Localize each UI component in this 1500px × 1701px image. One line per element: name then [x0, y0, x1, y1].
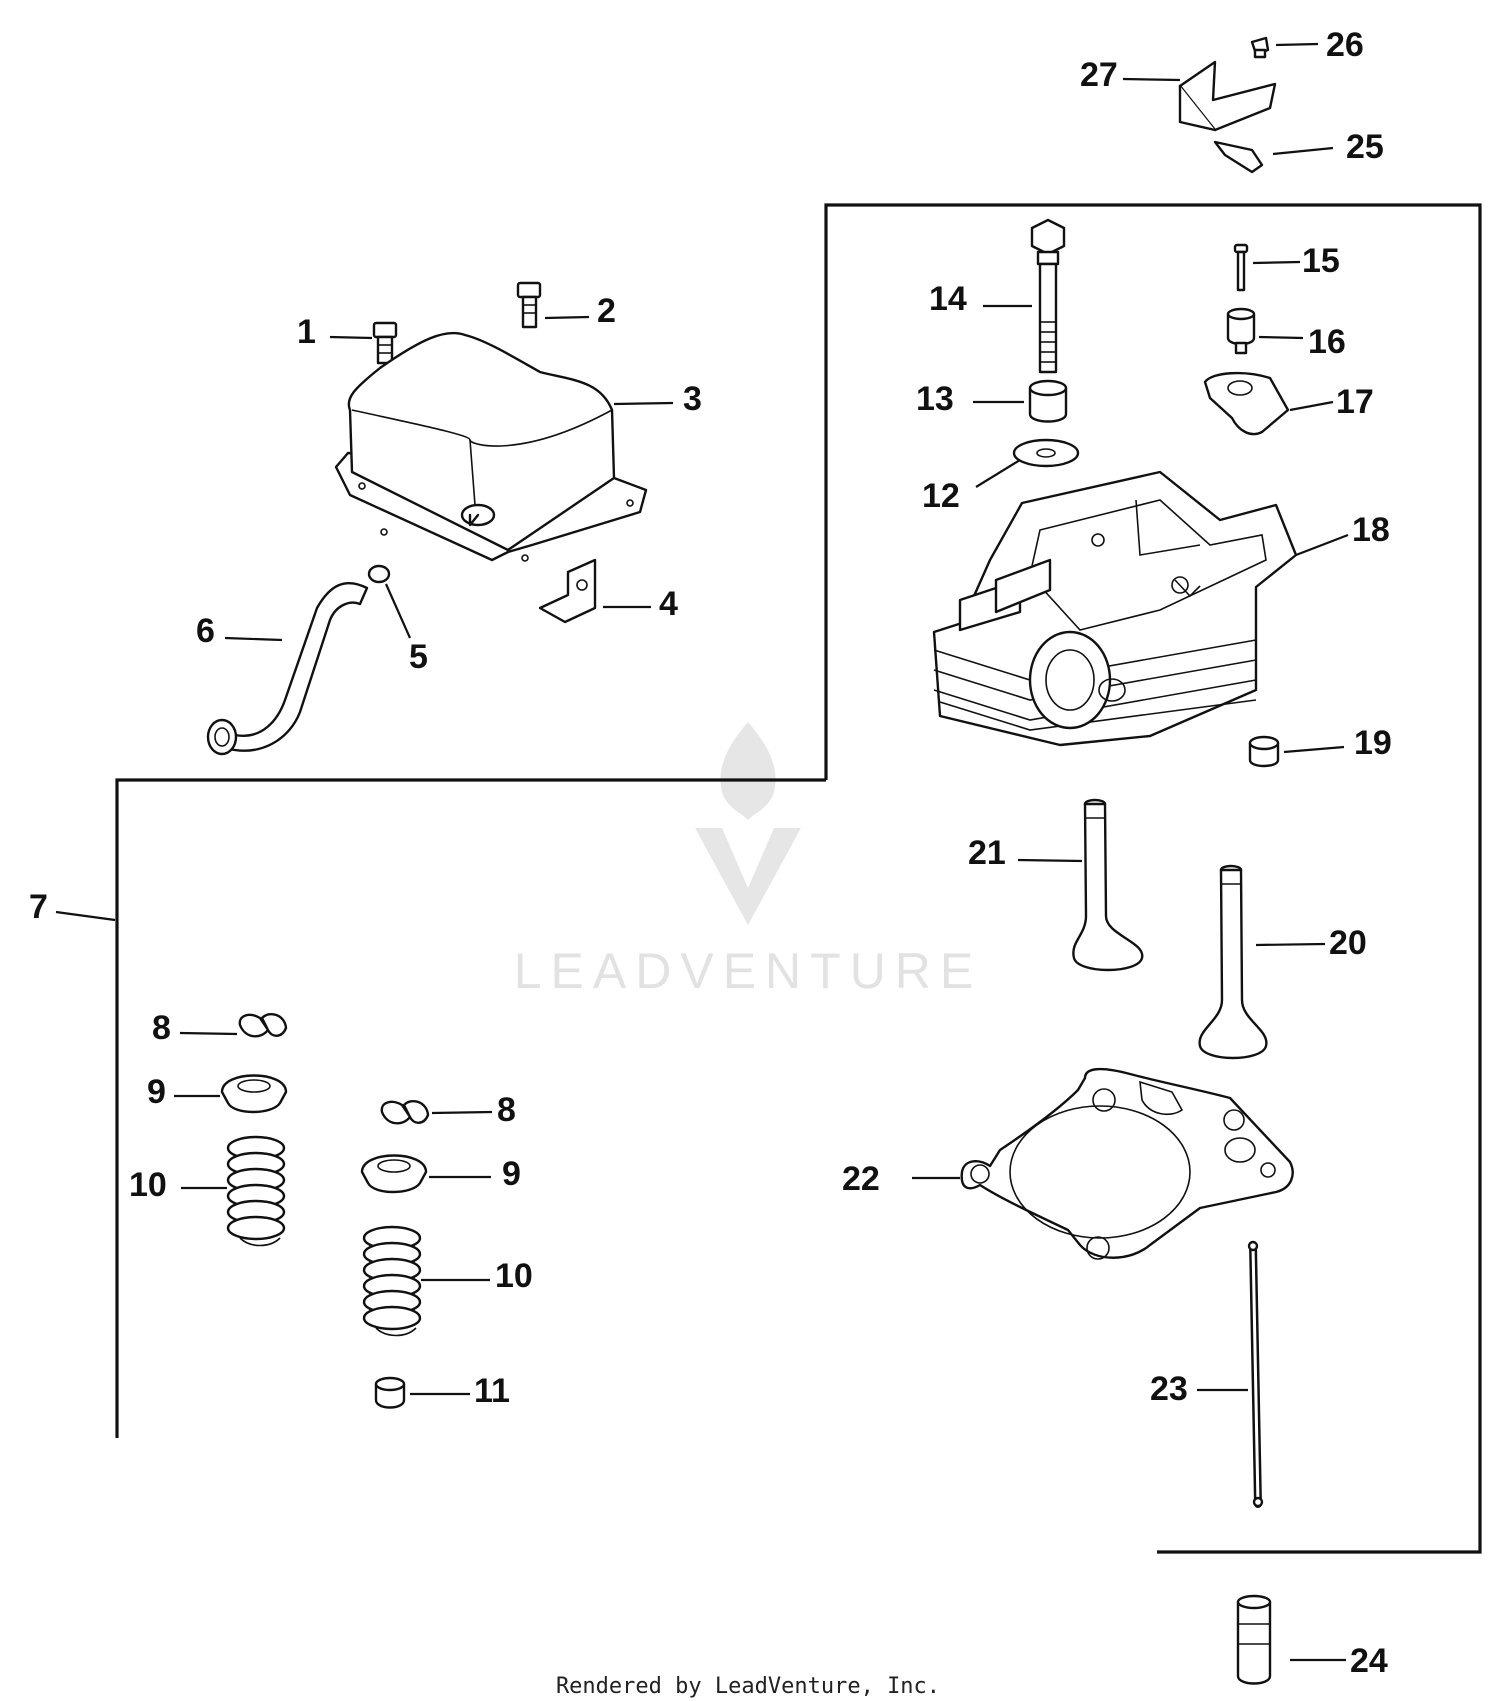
bracket-4-drawing: [538, 558, 597, 624]
nut-16-drawing: [1226, 307, 1256, 355]
part-label-14: 14: [929, 280, 967, 318]
screw-2-drawing: [516, 281, 542, 329]
part-label-16: 16: [1308, 323, 1346, 361]
spring-10-drawing: [226, 1135, 286, 1247]
keeper-8b-drawing: [380, 1100, 430, 1125]
part-label-23: 23: [1150, 1370, 1188, 1408]
part-label-3: 3: [683, 380, 702, 418]
seal-19-drawing: [1248, 735, 1280, 768]
part-label-2: 2: [597, 292, 616, 330]
push-rod-23-drawing: [1247, 1240, 1264, 1508]
screw-26-drawing: [1250, 36, 1270, 59]
valve-kit-group-frame: [115, 778, 826, 1438]
part-labels: 27 26 25 1 2 3 4 5 6 7 8 8 9 9 10 10 11 …: [29, 26, 1392, 1680]
cylinder-head-group-frame: [824, 203, 1482, 1554]
watermark-logo-icon: [695, 722, 801, 925]
retainer-9b-drawing: [360, 1154, 428, 1194]
part-label-10: 10: [129, 1166, 167, 1204]
head-bolt-14-drawing: [1030, 218, 1066, 374]
part-label-26: 26: [1326, 26, 1364, 64]
part-label-9b: 9: [502, 1155, 521, 1193]
screw-1-drawing: [372, 321, 398, 365]
part-label-18: 18: [1352, 511, 1390, 549]
rocker-arm-17-drawing: [1203, 371, 1290, 436]
bracket-27-drawing: [1178, 60, 1277, 132]
clip-25-drawing: [1213, 140, 1264, 174]
part-label-6: 6: [196, 612, 215, 650]
valve-20-drawing: [1198, 864, 1268, 1060]
part-label-4: 4: [659, 585, 678, 623]
part-label-25: 25: [1346, 128, 1384, 166]
part-label-13: 13: [916, 380, 954, 418]
leadventure-watermark: LEADVENTURE: [514, 722, 983, 999]
retainer-9-drawing: [220, 1074, 288, 1114]
render-credit: Rendered by LeadVenture, Inc.: [556, 1674, 940, 1699]
part-label-21: 21: [968, 834, 1006, 872]
part-label-17: 17: [1336, 383, 1374, 421]
part-label-5: 5: [409, 638, 428, 676]
part-label-27: 27: [1080, 56, 1118, 94]
part-label-12: 12: [922, 477, 960, 515]
lifter-24-drawing: [1236, 1594, 1272, 1685]
keeper-8-drawing: [238, 1013, 288, 1038]
part-label-11: 11: [474, 1372, 510, 1410]
part-label-22: 22: [842, 1160, 880, 1198]
part-label-10b: 10: [495, 1257, 533, 1295]
part-label-19: 19: [1354, 724, 1392, 762]
pin-15-drawing: [1233, 243, 1249, 292]
part-label-7: 7: [29, 888, 48, 926]
part-label-1: 1: [297, 313, 316, 351]
part-label-8b: 8: [497, 1091, 516, 1129]
clamp-5-drawing: [367, 564, 391, 584]
cylinder-head-18-drawing: [932, 470, 1298, 747]
washer-12-drawing: [1012, 438, 1080, 468]
spacer-13-drawing: [1028, 379, 1068, 423]
part-label-20: 20: [1329, 924, 1367, 962]
part-label-9: 9: [147, 1073, 166, 1111]
part-label-15: 15: [1302, 242, 1340, 280]
valve-cover-3-drawing: [334, 331, 648, 562]
head-gasket-22-drawing: [960, 1067, 1294, 1260]
hose-6-drawing: [206, 581, 369, 756]
valve-21-drawing: [1072, 798, 1144, 972]
spring-10b-drawing: [362, 1225, 422, 1337]
part-label-8: 8: [152, 1009, 171, 1047]
seal-11-drawing: [374, 1376, 406, 1409]
leader-lines: [55, 42, 1349, 1662]
watermark-text: LEADVENTURE: [514, 943, 983, 999]
part-label-24: 24: [1350, 1642, 1388, 1680]
